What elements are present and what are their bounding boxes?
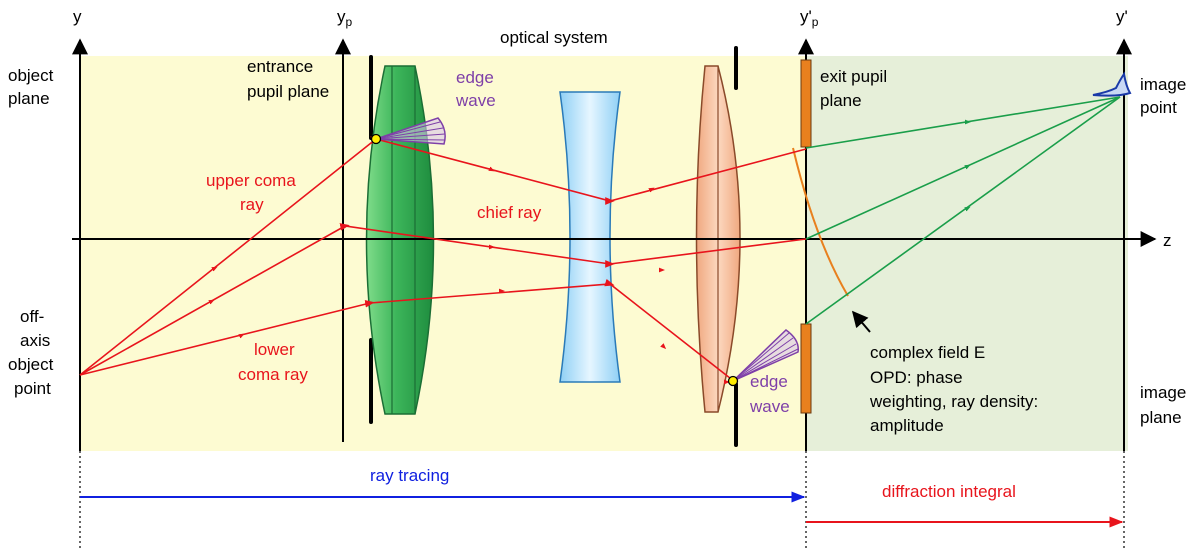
exit-pupil-label-2: plane bbox=[820, 91, 862, 110]
exit-pupil-label: exit pupil bbox=[820, 67, 887, 86]
image-plane-label-2: plane bbox=[1140, 408, 1182, 427]
image-point-spread bbox=[1092, 71, 1132, 97]
edge-wave-rays-lower bbox=[732, 332, 799, 382]
z-axis-label: z bbox=[1163, 231, 1172, 250]
entrance-pupil-label: entrance bbox=[247, 57, 313, 76]
yp-axis-label: yp bbox=[337, 7, 353, 29]
object-plane-label: object bbox=[8, 66, 54, 85]
off-axis-label-4: point bbox=[14, 379, 51, 398]
ypp-axis-label: y'p bbox=[800, 7, 819, 29]
image-plane-label: image bbox=[1140, 383, 1186, 402]
lower-coma-label: lower bbox=[254, 340, 295, 359]
yprime-axis-label: y' bbox=[1116, 7, 1128, 26]
complex-field-label-2: OPD: phase bbox=[870, 368, 963, 387]
edge-wave-cone-lower bbox=[732, 329, 799, 382]
edge-point-lower bbox=[727, 375, 739, 387]
entrance-pupil-label-2: pupil plane bbox=[247, 82, 329, 101]
y-axis-label: y bbox=[73, 7, 82, 26]
lower-coma-ray bbox=[79, 278, 736, 383]
object-plane-label-2: plane bbox=[8, 89, 50, 108]
image-point-label-2: point bbox=[1140, 98, 1177, 117]
edge-wave-upper-label-2: wave bbox=[455, 91, 496, 110]
complex-field-label-4: amplitude bbox=[870, 416, 944, 435]
image-point-label: image bbox=[1140, 75, 1186, 94]
diffraction-integral-label: diffraction integral bbox=[882, 482, 1016, 501]
off-axis-label-2: axis bbox=[20, 331, 50, 350]
off-axis-label-3: object bbox=[8, 355, 54, 374]
lower-coma-label-2: coma ray bbox=[238, 365, 308, 384]
ray-tracing-label: ray tracing bbox=[370, 466, 449, 485]
edge-wave-lower-label: edge bbox=[750, 372, 788, 391]
exit-pupil-lower-bar bbox=[800, 323, 812, 414]
dotted-guide-lines bbox=[79, 451, 1125, 548]
green-rays bbox=[805, 96, 1121, 325]
edge-wave-rays-upper bbox=[375, 121, 446, 141]
complex-field-pointer bbox=[851, 310, 871, 333]
edge-point-upper bbox=[370, 133, 382, 145]
aperture-stops bbox=[369, 46, 738, 447]
complex-field-label: complex field E bbox=[870, 343, 985, 362]
optical-system-label: optical system bbox=[500, 28, 608, 47]
exit-pupil-upper-bar bbox=[800, 59, 812, 148]
complex-field-label-3: weighting, ray density: bbox=[869, 392, 1038, 411]
upper-coma-label: upper coma bbox=[206, 171, 296, 190]
upper-coma-label-2: ray bbox=[240, 195, 264, 214]
edge-wave-lower-label-2: wave bbox=[749, 397, 790, 416]
chief-ray-label: chief ray bbox=[477, 203, 542, 222]
edge-wave-upper-label: edge bbox=[456, 68, 494, 87]
wavefront-arc bbox=[792, 147, 849, 297]
off-axis-label: off- bbox=[20, 307, 44, 326]
